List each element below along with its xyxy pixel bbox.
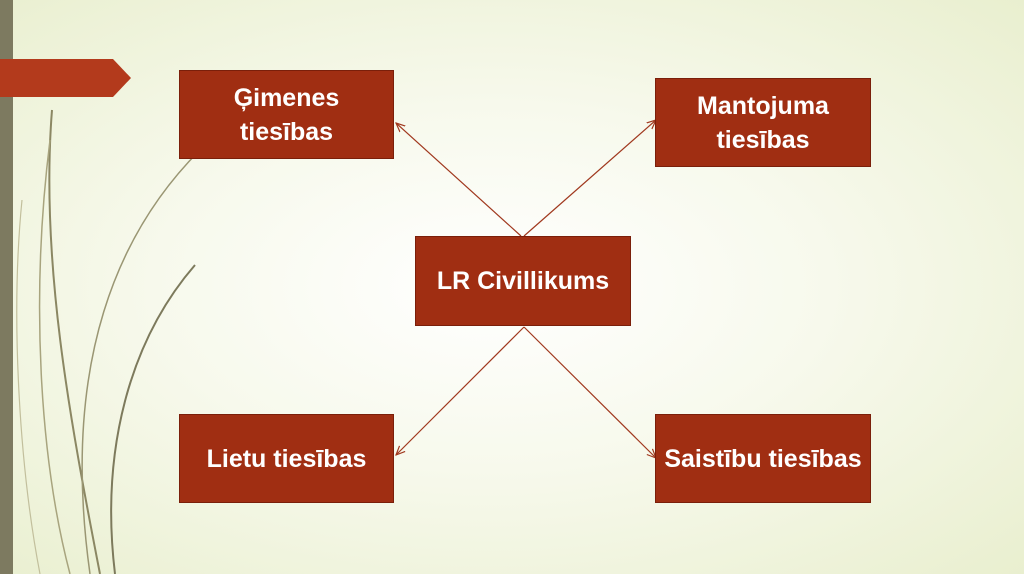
node-bottom-left: Lietu tiesības xyxy=(179,414,394,503)
node-bottom-right: Saistību tiesības xyxy=(655,414,871,503)
slide-left-bar xyxy=(0,0,13,574)
arrow-to-bottom-right xyxy=(523,326,656,458)
node-top-right: Mantojuma tiesības xyxy=(655,78,871,167)
node-bottom-left-label: Lietu tiesības xyxy=(206,444,367,473)
decorative-swooshes xyxy=(16,109,201,574)
title-ribbon-arrow xyxy=(0,59,131,97)
arrow-to-bottom-left xyxy=(396,326,525,455)
center-node-label: LR Civillikums xyxy=(436,267,610,295)
center-node: LR Civillikums xyxy=(415,236,631,326)
arrow-to-top-right xyxy=(523,120,656,237)
node-top-right-label: Mantojuma tiesības xyxy=(697,91,829,154)
arrow-to-top-left xyxy=(396,123,522,237)
node-top-left: Ģimenes tiesības xyxy=(179,70,394,159)
node-top-left-label: Ģimenes tiesības xyxy=(233,83,340,146)
node-bottom-right-label: Saistību tiesības xyxy=(664,444,862,473)
